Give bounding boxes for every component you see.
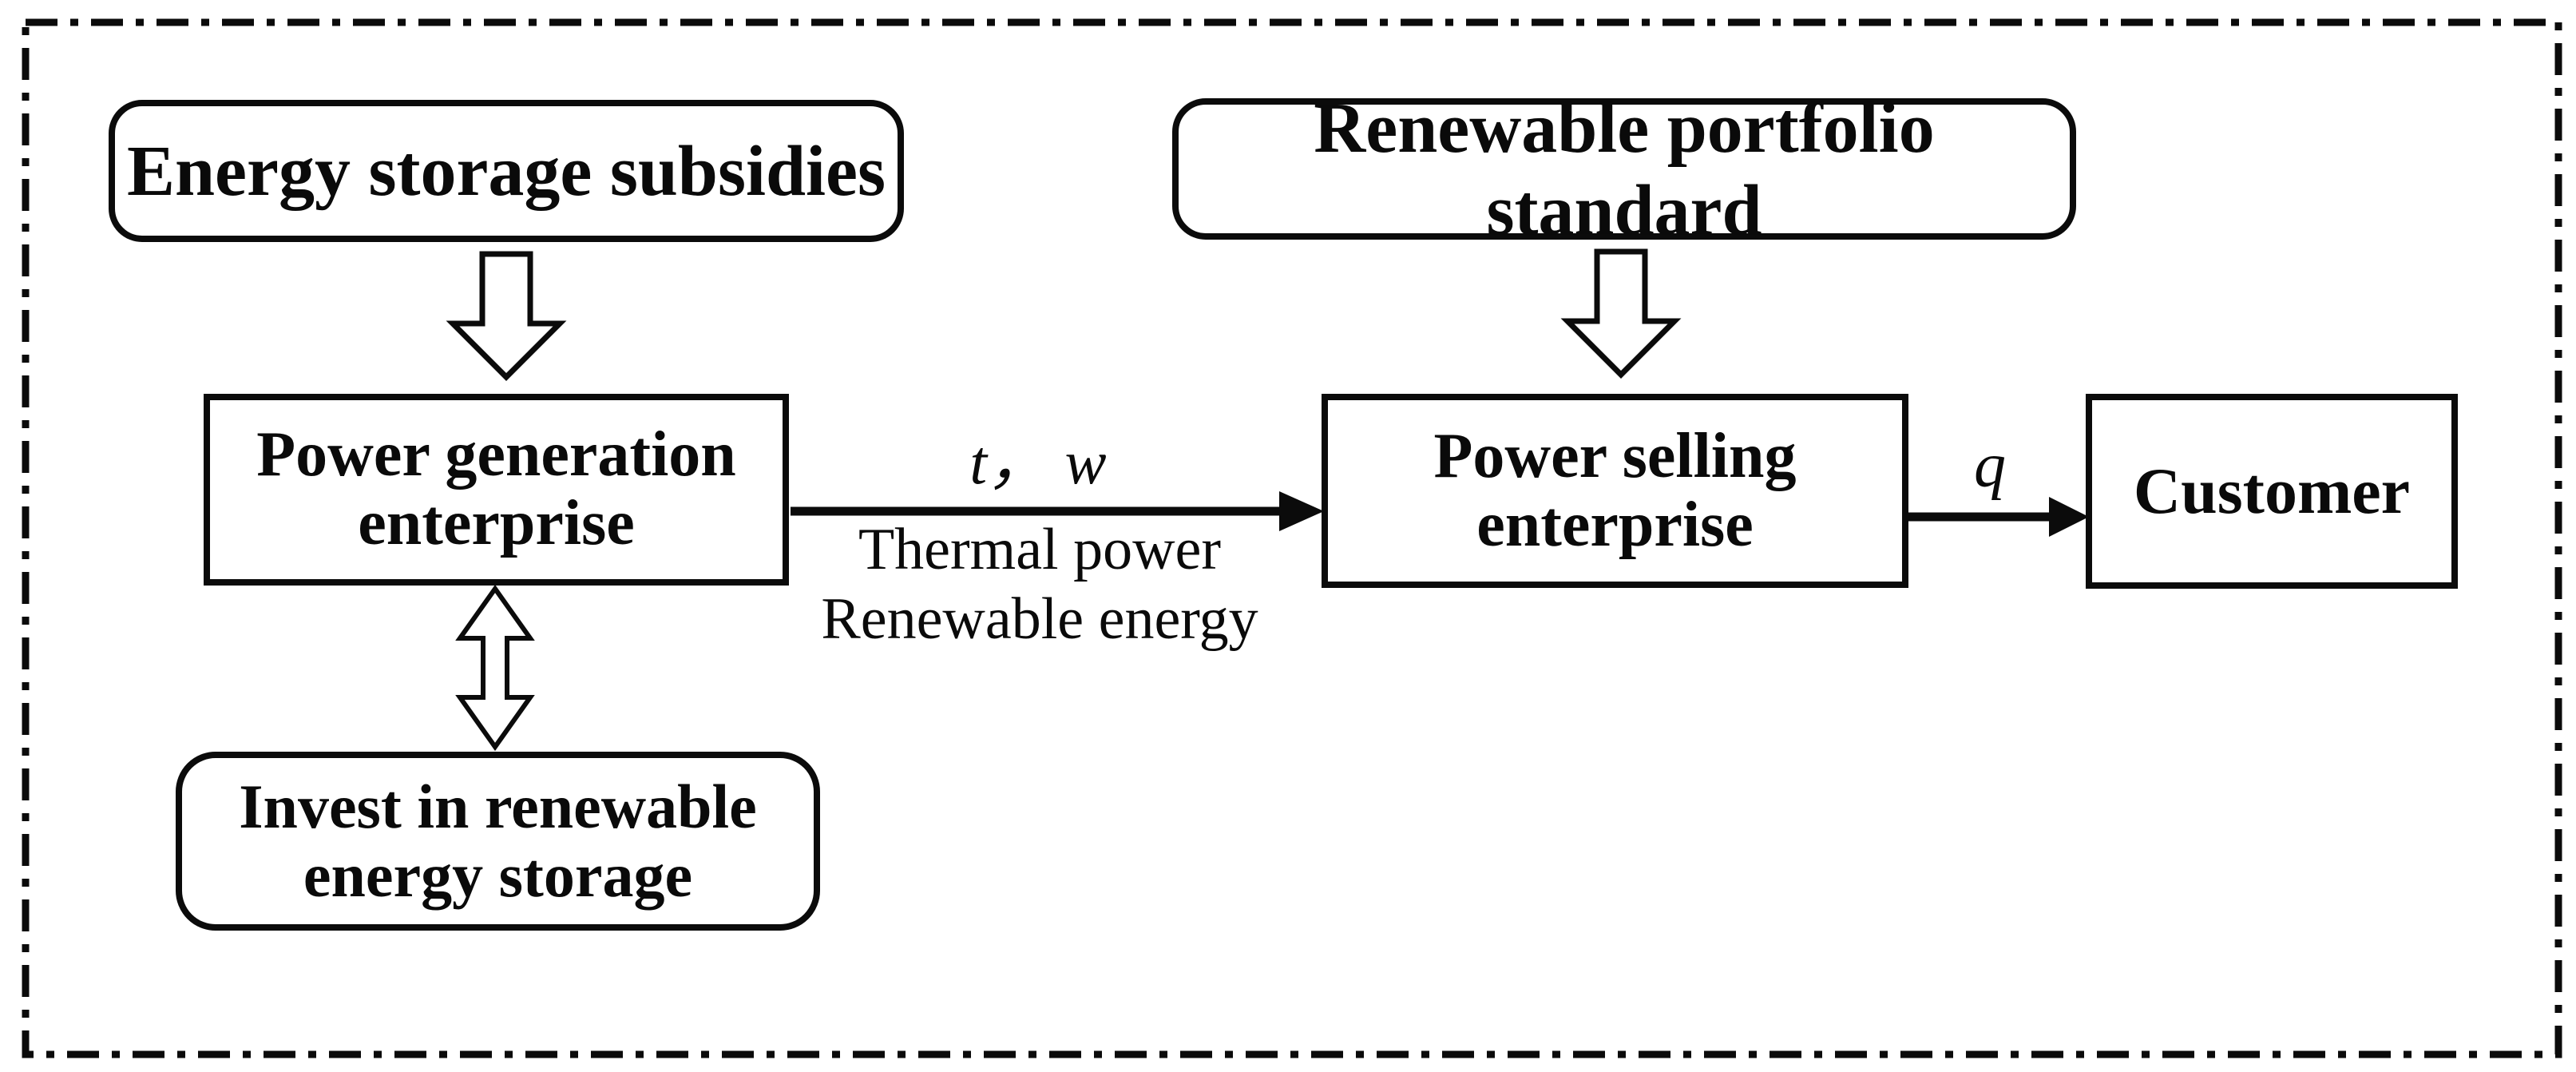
node-energy-storage-subsidies-label: Energy storage subsidies <box>126 131 886 211</box>
node-power-selling-enterprise: Power selling enterprise <box>1322 394 1908 588</box>
node-energy-storage-subsidies: Energy storage subsidies <box>109 100 904 242</box>
node-renewable-portfolio-standard-label: Renewable portfolio standard <box>1314 88 1935 250</box>
node-power-generation-enterprise: Power generation enterprise <box>204 394 789 586</box>
down-arrow-icon-subsidies <box>446 251 567 381</box>
flow-arrow-selling-to-customer <box>1908 497 2089 537</box>
node-renewable-portfolio-standard: Renewable portfolio standard <box>1172 89 2076 250</box>
edge-label-selling-to-customer-variable: q <box>1974 431 2006 501</box>
edge-label-generation-to-selling-products: Thermal power Renewable energy <box>821 517 1258 653</box>
dash-dot-boundary <box>22 18 2562 1058</box>
node-power-generation-enterprise-label: Power generation enterprise <box>256 419 736 558</box>
flow-arrow-generation-to-selling <box>791 491 1324 531</box>
node-invest-renewable-storage: Invest in renewable energy storage <box>176 752 820 931</box>
down-arrow-icon-rps <box>1560 248 1682 379</box>
node-power-selling-enterprise-label: Power selling enterprise <box>1433 420 1797 560</box>
double-arrow-icon-investment <box>455 584 535 752</box>
node-customer-label: Customer <box>2133 455 2411 527</box>
edge-label-generation-to-selling-variables: t， w <box>969 427 1107 497</box>
node-invest-renewable-storage-label: Invest in renewable energy storage <box>239 772 757 910</box>
node-customer: Customer <box>2086 394 2458 589</box>
